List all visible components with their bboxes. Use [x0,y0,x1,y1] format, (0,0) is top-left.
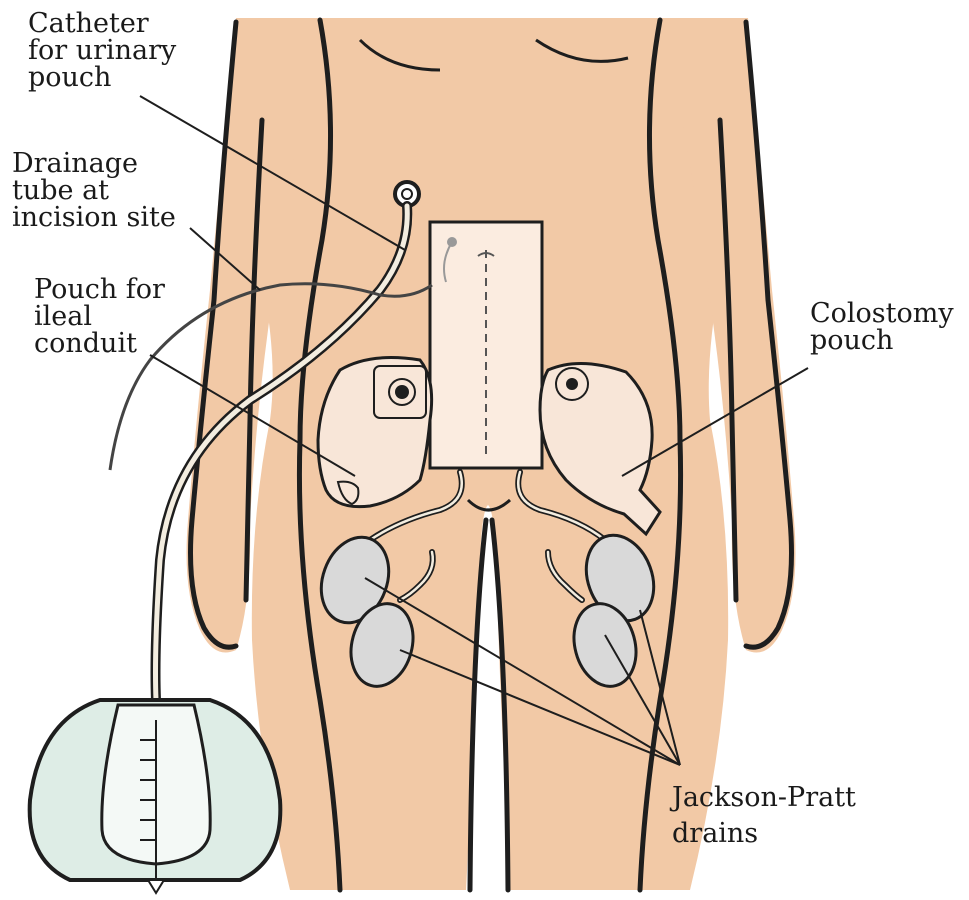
label-ileal-conduit: Pouch for ileal conduit [34,276,165,357]
bag-outlet [148,880,164,893]
incision-dressing [430,222,542,468]
label-drainage-tube: Drainage tube at incision site [12,150,176,231]
label-catheter: Catheter for urinary pouch [28,10,176,91]
label-jackson-pratt: Jackson-Pratt drains [672,780,856,852]
label-colostomy: Colostomy pouch [810,300,954,354]
